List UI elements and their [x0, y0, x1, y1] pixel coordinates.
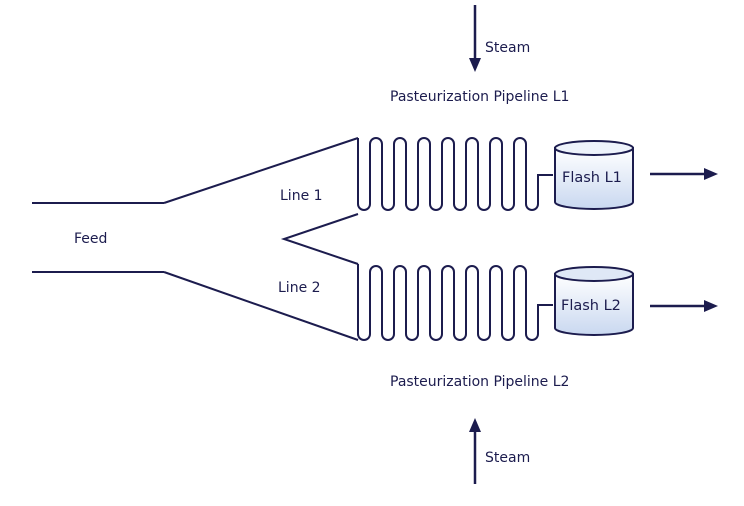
flash-tank-l1: [554, 140, 634, 210]
flash-l1-label: Flash L1: [562, 170, 622, 186]
arrow-down-icon: [469, 58, 481, 72]
pipeline-l1-title: Pasteurization Pipeline L1: [390, 89, 569, 105]
line2-label: Line 2: [278, 280, 321, 296]
steam-inlet-top: [469, 5, 481, 72]
steam-inlet-bottom: [469, 418, 481, 484]
coil-l1: [357, 137, 553, 211]
steam-top-label: Steam: [485, 40, 530, 56]
feed-pipe: [32, 137, 359, 341]
arrow-right-icon: [704, 168, 718, 180]
pipeline-l2-title: Pasteurization Pipeline L2: [390, 374, 569, 390]
feed-label: Feed: [74, 231, 107, 247]
arrow-right-icon: [704, 300, 718, 312]
steam-bottom-label: Steam: [485, 450, 530, 466]
outlet-l2: [650, 300, 718, 312]
flash-l2-label: Flash L2: [561, 298, 621, 314]
coil-l2: [357, 264, 553, 341]
outlet-l1: [650, 168, 718, 180]
arrow-up-icon: [469, 418, 481, 432]
line1-label: Line 1: [280, 188, 323, 204]
flash-tank-l2: [554, 266, 634, 336]
